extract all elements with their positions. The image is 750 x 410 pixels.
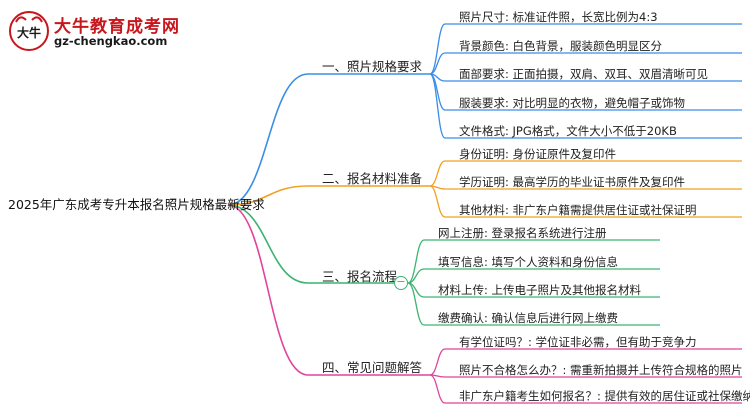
logo-title: 大牛教育成考网 bbox=[54, 17, 180, 37]
connector-branch-leaf bbox=[407, 268, 425, 284]
branch-materials: 二、报名材料准备 bbox=[322, 171, 423, 186]
connector-branch-leaf bbox=[407, 239, 425, 284]
connector-root-branch bbox=[227, 185, 309, 206]
connector-branch-leaf bbox=[429, 185, 446, 218]
mindmap-root: 2025年广东成考专升本报名照片规格最新要求 bbox=[8, 197, 265, 212]
logo-url: gz-chengkao.com bbox=[54, 34, 168, 48]
bull-logo-icon: 大牛 bbox=[9, 11, 49, 51]
leaf-identity-proof: 身份证明: 身份证原件及复印件 bbox=[459, 147, 617, 161]
leaf-clothing-requirement: 服装要求: 对比明显的衣物，避免帽子或饰物 bbox=[459, 96, 686, 110]
leaf-upload-materials: 材料上传: 上传电子照片及其他报名材料 bbox=[438, 283, 642, 297]
connector-branch-leaf bbox=[429, 23, 446, 75]
leaf-photo-size: 照片尺寸: 标准证件照，长宽比例为4:3 bbox=[459, 10, 658, 24]
branch-process: 三、报名流程 bbox=[322, 269, 398, 284]
connector-branch-leaf bbox=[429, 374, 446, 404]
collapse-symbol: − bbox=[396, 275, 406, 288]
leaf-faq-photo-fail: 照片不合格怎么办？: 需重新拍摄并上传符合规格的照片 bbox=[459, 363, 743, 377]
branch-photo-spec: 一、照片规格要求 bbox=[322, 59, 423, 74]
site-logo: 大牛 大牛教育成考网 gz-chengkao.com bbox=[8, 10, 179, 52]
connector-branch-leaf bbox=[429, 52, 446, 75]
connector-branch-leaf bbox=[429, 160, 446, 187]
connector-branch-leaf bbox=[429, 73, 446, 139]
leaf-payment-confirm: 缴费确认: 确认信息后进行网上缴费 bbox=[438, 311, 619, 325]
connector-branch-leaf bbox=[407, 282, 425, 326]
leaf-online-register: 网上注册: 登录报名系统进行注册 bbox=[438, 226, 607, 240]
leaf-face-requirement: 面部要求: 正面拍摄，双肩、双耳、双眉清晰可见 bbox=[459, 67, 709, 81]
leaf-other-materials: 其他材料: 非广东户籍需提供居住证或社保证明 bbox=[459, 203, 697, 217]
connector-branch-leaf bbox=[429, 348, 446, 376]
leaf-background-color: 背景颜色: 白色背景，服装颜色明显区分 bbox=[459, 39, 663, 53]
collapse-toggle-process[interactable]: − bbox=[394, 276, 408, 290]
leaf-education-proof: 学历证明: 最高学历的毕业证书原件及复印件 bbox=[459, 175, 686, 189]
branch-faq: 四、常见问题解答 bbox=[322, 360, 423, 375]
logo-mark-text: 大牛 bbox=[17, 25, 41, 40]
leaf-faq-degree: 有学位证吗？: 学位证非必需，但有助于竞争力 bbox=[459, 335, 697, 349]
leaf-file-format: 文件格式: JPG格式，文件大小不低于20KB bbox=[459, 124, 677, 138]
leaf-fill-info: 填写信息: 填写个人资料和身份信息 bbox=[438, 255, 619, 269]
leaf-faq-non-local: 非广东户籍考生如何报名？: 提供有效的居住证或社保缴纳证明 bbox=[459, 389, 750, 403]
connector-root-branch bbox=[227, 204, 309, 284]
connector-root-branch bbox=[227, 204, 309, 376]
connector-root-branch bbox=[227, 73, 309, 206]
